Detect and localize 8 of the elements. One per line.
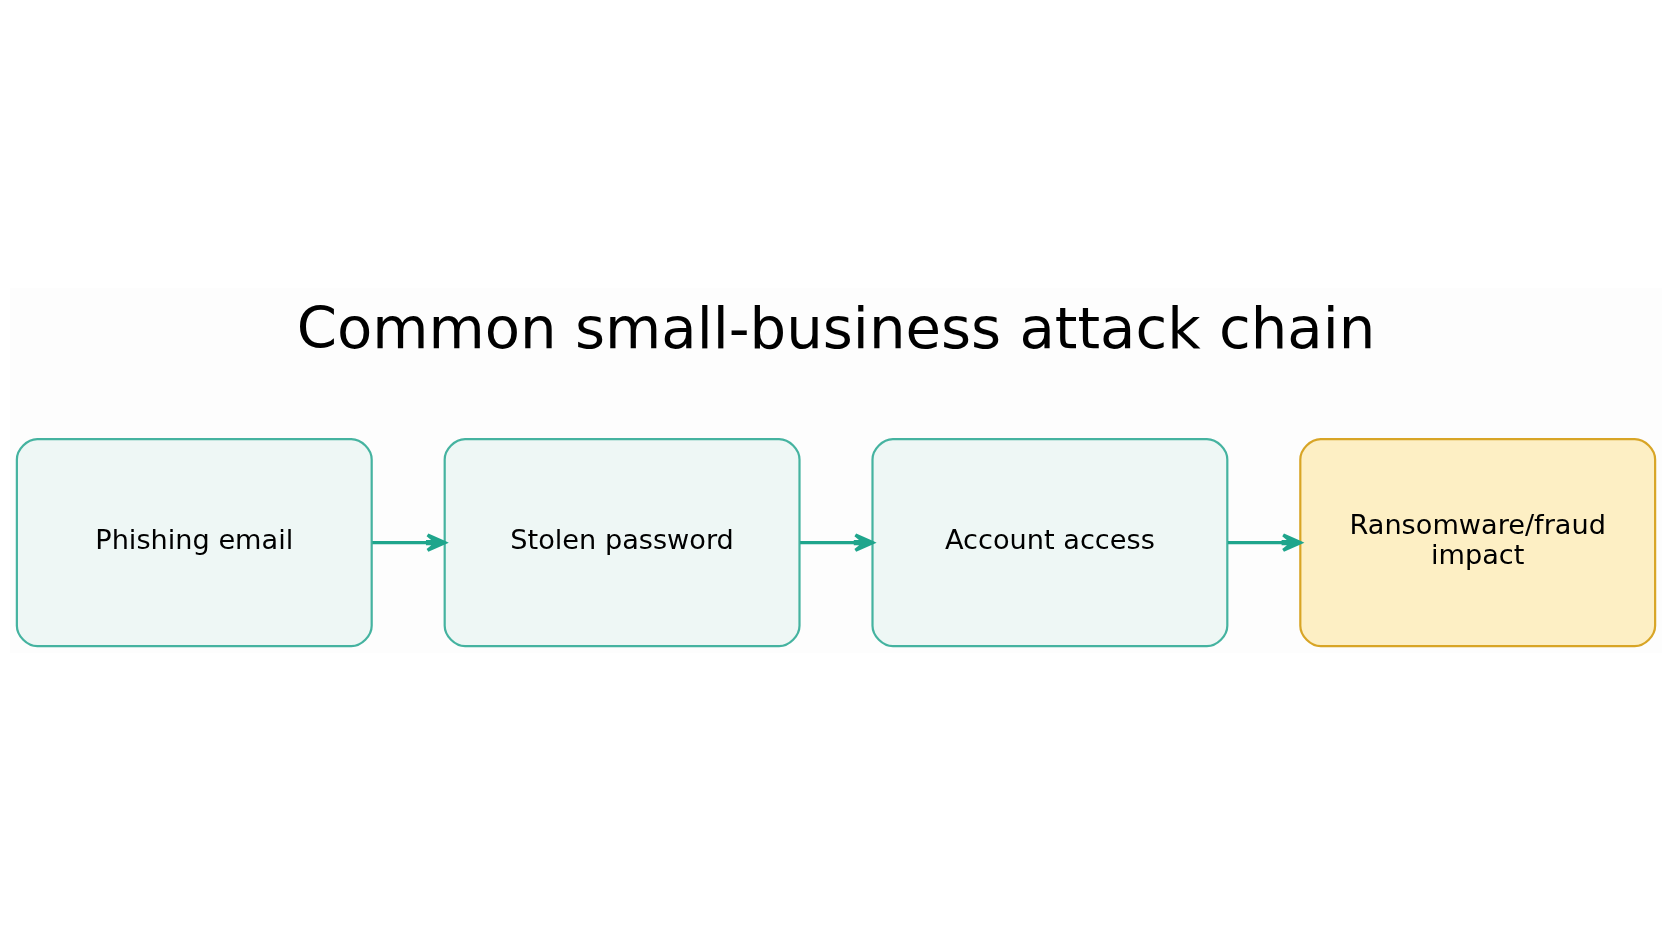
node-box: Ransomware/fraud impact bbox=[1299, 438, 1657, 648]
node-box: Phishing email bbox=[15, 438, 373, 648]
arrow bbox=[372, 533, 447, 552]
arrow bbox=[1227, 533, 1302, 552]
diagram-title: Common small-business attack chain bbox=[296, 293, 1376, 362]
node-box: Stolen password bbox=[443, 438, 801, 648]
arrow bbox=[800, 533, 875, 552]
node-box: Account access bbox=[871, 438, 1229, 648]
